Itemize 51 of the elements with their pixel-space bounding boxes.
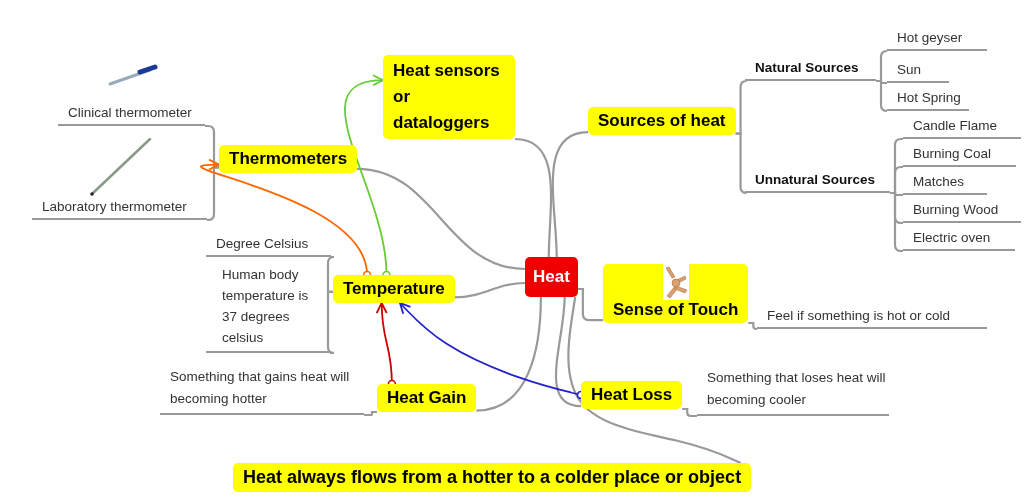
branch-line — [454, 281, 526, 299]
subtopic-text: Laboratory thermometer — [32, 198, 207, 220]
branch-line — [551, 131, 589, 258]
subtopic-text: Sun — [887, 61, 949, 83]
subtopic-text: Burning Coal — [903, 145, 1016, 167]
topic-label: Heat always flows from a hotter to a colder place or object — [243, 467, 742, 488]
subtopic-text: Feel if something is hot or cold — [757, 307, 987, 329]
topic-label: Sources of heat — [598, 111, 726, 131]
subtopic-text: Natural Sources — [745, 59, 876, 81]
topic-box — [219, 145, 358, 173]
topic-box — [581, 381, 683, 409]
topic-label: Temperature — [343, 279, 445, 299]
subtopic-text: Candle Flame — [903, 117, 1021, 139]
topic-box — [588, 107, 736, 135]
topic-box — [333, 275, 455, 303]
subtopic-text: Electric oven — [903, 229, 1015, 251]
topic-label: Heat sensors or dataloggers — [393, 60, 501, 134]
branch-line — [326, 290, 336, 355]
central-topic-box — [525, 257, 578, 297]
subtopic-text: Degree Celsius — [206, 235, 331, 257]
branch-line — [890, 191, 903, 253]
topic-box — [377, 384, 477, 412]
topic-box — [603, 264, 749, 323]
branch-line — [735, 132, 748, 195]
subtopic-text: Something that loses heat will becoming cooler — [697, 367, 889, 416]
branch-line — [567, 296, 742, 464]
central-topic-label: Heat — [533, 267, 570, 287]
subtopic-text: Hot geyser — [887, 29, 987, 51]
subtopic-text: Matches — [903, 173, 987, 195]
branch-line — [577, 287, 603, 322]
topic-label: Heat Gain — [387, 388, 467, 408]
topic-box — [233, 463, 752, 492]
subtopic-text: Unnatural Sources — [745, 171, 890, 193]
branch-line — [748, 321, 758, 331]
branch-line — [514, 137, 553, 258]
topic-box — [383, 55, 515, 139]
branch-line — [555, 296, 582, 408]
subtopic-text: Something that gains heat will becoming hotter — [160, 366, 364, 415]
subtopic-text: Clinical thermometer — [58, 104, 205, 126]
branch-line — [682, 407, 697, 418]
branch-line — [364, 410, 377, 417]
branch-line — [357, 167, 526, 271]
branch-line — [876, 79, 889, 113]
topic-label: Sense of Touch — [613, 300, 739, 320]
topic-label: Thermometers — [229, 149, 348, 169]
topic-label: Heat Loss — [591, 385, 673, 405]
branch-line — [476, 296, 542, 412]
branch-line — [326, 255, 336, 293]
subtopic-text: Human body temperature is 37 degrees celsius — [206, 264, 330, 353]
subtopic-text: Burning Wood — [903, 201, 1021, 223]
subtopic-text: Hot Spring — [887, 89, 969, 111]
